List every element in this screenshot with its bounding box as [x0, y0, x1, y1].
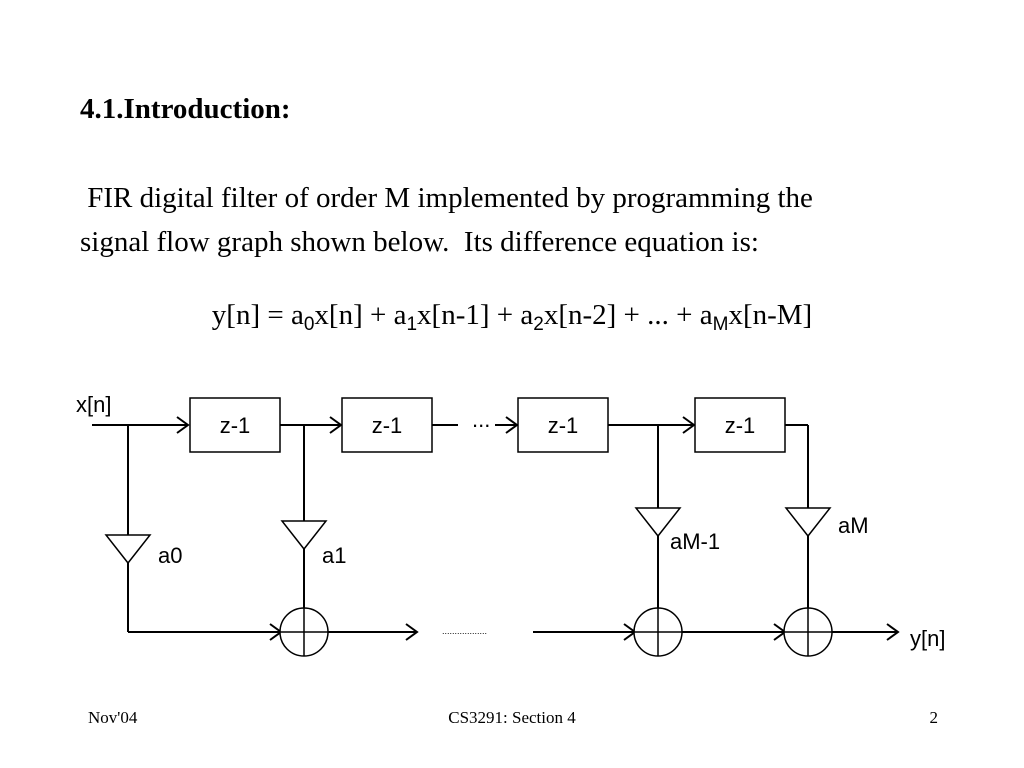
coefficient-label-aM-1: aM-1	[670, 529, 720, 554]
eq-part-4: x[n-M]	[728, 299, 813, 331]
intro-paragraph: FIR digital filter of order M implemente…	[80, 176, 980, 264]
intro-line-2: signal flow graph shown below. Its diffe…	[80, 226, 759, 258]
footer-course: CS3291: Section 4	[448, 708, 576, 727]
eq-part-0: y[n] = a	[211, 299, 304, 331]
input-label: x[n]	[76, 392, 111, 417]
delay-label-4: z-1	[725, 413, 756, 438]
slide-title: 4.1.Introduction:	[80, 93, 291, 125]
footer-date: Nov'04	[88, 708, 138, 727]
delay-label-1: z-1	[220, 413, 251, 438]
gain-multipliers	[104, 507, 832, 565]
coefficient-label-a1: a1	[322, 543, 346, 568]
output-label: y[n]	[910, 626, 945, 651]
delay-block-3	[517, 397, 609, 453]
adders	[279, 607, 833, 657]
gain-aM-triangle	[784, 507, 832, 538]
eq-sub-3: M	[712, 314, 729, 335]
eq-sub-1: 1	[406, 314, 418, 335]
gain-aM-1-triangle	[634, 507, 682, 538]
eq-part-2: x[n-1] + a	[417, 299, 534, 331]
delay-label-3: z-1	[548, 413, 579, 438]
eq-sub-2: 2	[533, 314, 544, 335]
intro-line-1: FIR digital filter of order M implemente…	[80, 182, 813, 214]
ellipsis-top: ...	[472, 407, 490, 432]
delay-blocks: z-1 z-1 z-1 z-1	[189, 397, 786, 453]
delay-label-2: z-1	[372, 413, 403, 438]
adder-1	[279, 607, 329, 657]
difference-equation: y[n] = a0x[n] + a1x[n-1] + a2x[n-2] + ..…	[0, 299, 1024, 335]
coefficient-label-aM: aM	[838, 513, 869, 538]
delay-block-1	[189, 397, 281, 453]
delay-block-4	[694, 397, 786, 453]
adder-3	[783, 607, 833, 657]
ellipsis-bottom: ..................	[442, 626, 487, 636]
gain-a0-triangle	[104, 534, 152, 565]
eq-part-1: x[n] + a	[314, 299, 407, 331]
footer-page-number: 2	[929, 708, 939, 727]
delay-block-2	[341, 397, 433, 453]
adder-2	[633, 607, 683, 657]
eq-sub-0: 0	[303, 314, 315, 335]
coefficient-label-a0: a0	[158, 543, 182, 568]
eq-part-3: x[n-2] + ... + a	[543, 299, 713, 331]
gain-a1-triangle	[280, 520, 328, 551]
